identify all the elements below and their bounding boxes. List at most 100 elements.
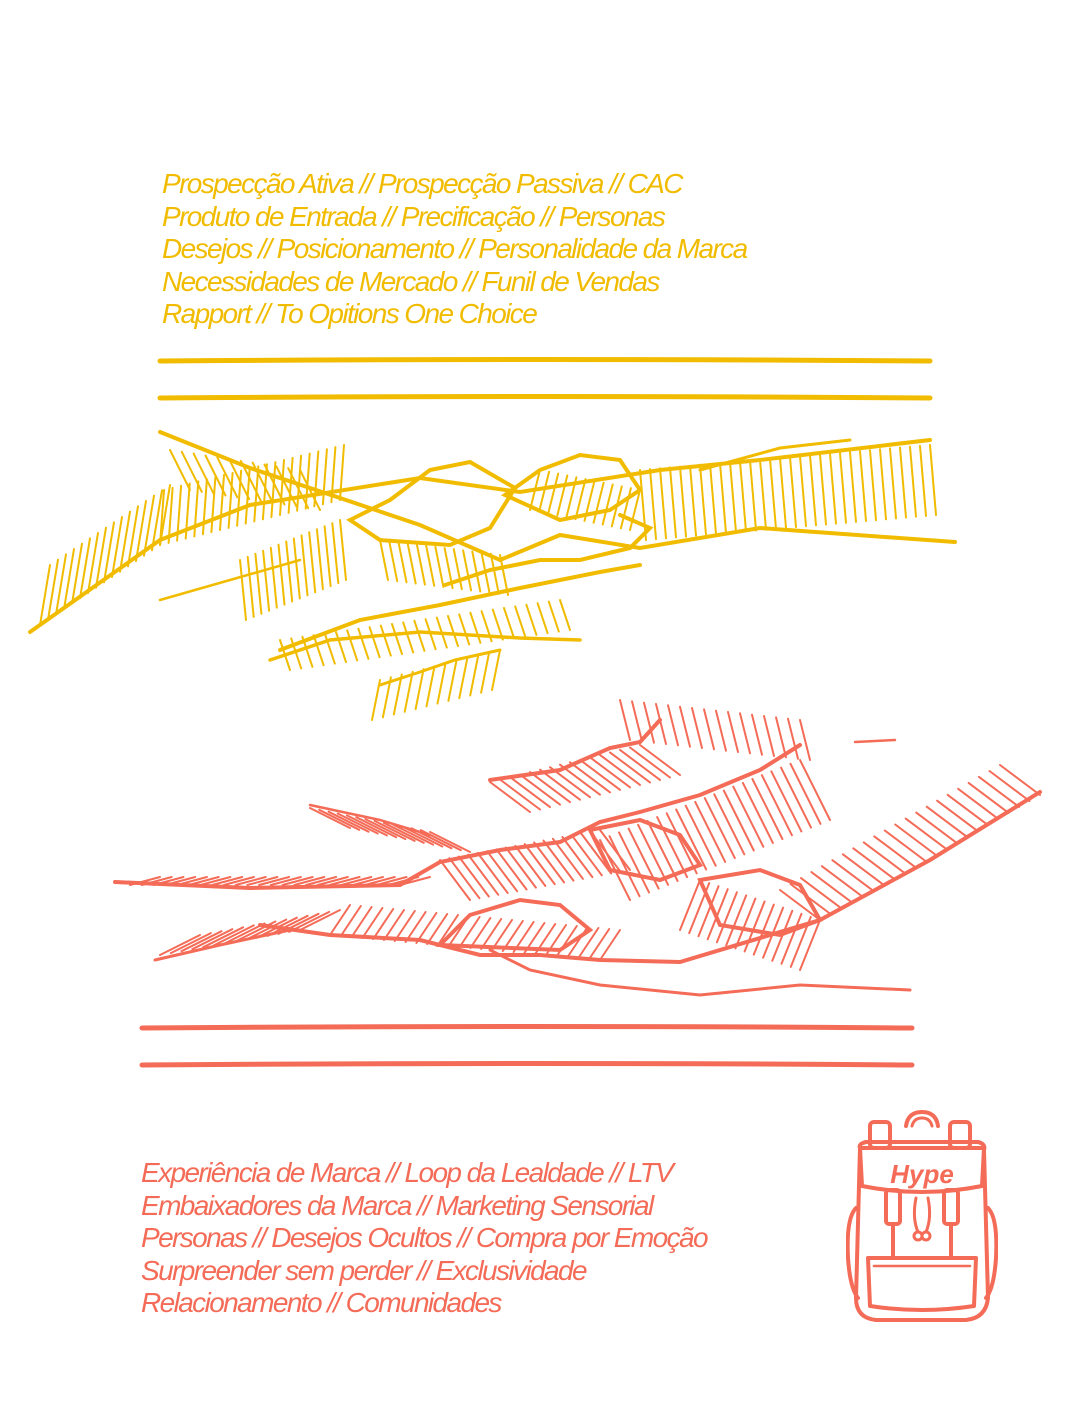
hatch-stroke xyxy=(722,789,755,852)
hatch-stroke xyxy=(469,917,492,949)
hatch-stroke xyxy=(245,918,288,941)
hatch-stroke xyxy=(529,771,571,804)
hatch-stroke xyxy=(729,461,737,534)
hatch-stroke xyxy=(577,927,600,959)
hatch-stroke xyxy=(639,469,647,541)
hatch-stroke xyxy=(999,764,1041,796)
hatch-stroke xyxy=(223,922,266,945)
hatch-stroke xyxy=(447,659,458,702)
hatch-stroke xyxy=(270,461,277,519)
hatch-stroke xyxy=(503,607,515,639)
hatch-stroke xyxy=(140,876,173,886)
hatch-stroke xyxy=(559,599,571,631)
hatch-stroke xyxy=(936,799,979,832)
hatch-stroke xyxy=(287,467,310,510)
hatch-stroke xyxy=(618,831,650,894)
hatch-stroke xyxy=(556,474,569,517)
hatch-stroke xyxy=(725,894,748,947)
bottom-mountains-icon xyxy=(113,699,1042,997)
hatch-stroke xyxy=(266,914,309,937)
hatch-stroke xyxy=(555,925,578,957)
hatch-stroke xyxy=(323,632,336,665)
hatch-stroke xyxy=(694,800,727,863)
hatch-stroke xyxy=(779,456,787,529)
hatch-stroke xyxy=(254,552,263,615)
hatch-stroke xyxy=(211,876,244,886)
hatch-stroke xyxy=(285,540,294,603)
hatch-stroke xyxy=(610,485,623,528)
hatch-stroke xyxy=(151,489,163,552)
hatch-stroke xyxy=(288,910,331,933)
hatch-stroke xyxy=(313,450,320,508)
hatch-stroke xyxy=(929,444,937,516)
hatch-stroke xyxy=(873,835,916,868)
hatch-stroke xyxy=(476,851,509,894)
hatch-stroke xyxy=(800,877,842,910)
hatch-stroke xyxy=(789,762,822,825)
hatch-stroke xyxy=(339,519,347,581)
hatch-stroke xyxy=(363,876,396,886)
hatch-stroke xyxy=(514,844,547,887)
hatch-stroke xyxy=(383,909,405,941)
hatch-stroke xyxy=(697,885,720,938)
hatch-stroke xyxy=(699,463,707,536)
hatch-stroke xyxy=(299,909,341,931)
hatch-stroke xyxy=(318,808,361,831)
hatch-stroke xyxy=(749,459,757,532)
hatch-stroke xyxy=(909,445,917,518)
hatch-stroke xyxy=(619,487,632,530)
hatch-stroke xyxy=(499,554,509,596)
top-divider-lines xyxy=(157,357,933,401)
hatch-stroke xyxy=(489,552,500,595)
hatch-stroke xyxy=(255,916,298,939)
hatch-stroke xyxy=(269,876,302,886)
hatch-stroke xyxy=(382,821,425,844)
hatch-stroke xyxy=(159,489,165,546)
hatch-stroke xyxy=(491,649,501,691)
hatch-stroke xyxy=(191,928,234,951)
hatch-stroke xyxy=(187,876,220,886)
hatch-stroke xyxy=(435,616,448,649)
hatch-stroke xyxy=(862,841,905,874)
hatch-stroke xyxy=(350,906,373,938)
top-text-line: Prospecção Ativa // Prospecção Passiva /… xyxy=(162,168,683,199)
hatch-stroke xyxy=(775,716,787,759)
hatch-stroke xyxy=(426,913,449,945)
hatch-stroke xyxy=(529,469,541,511)
hatch-stroke xyxy=(192,452,215,495)
hatch-stroke xyxy=(869,449,877,522)
hatch-stroke xyxy=(199,876,232,886)
hatch-stroke xyxy=(95,526,107,589)
hatch-stroke xyxy=(251,461,274,504)
hatch-stroke xyxy=(457,855,490,898)
hatch-stroke xyxy=(743,900,766,953)
hatch-stroke xyxy=(523,843,556,886)
hatch-stroke xyxy=(180,930,223,953)
hatch-stroke xyxy=(523,922,546,954)
hatch-stroke xyxy=(415,543,426,586)
hatch-stroke xyxy=(849,450,857,523)
hatch-stroke xyxy=(328,876,361,886)
hatch-stroke xyxy=(789,883,832,915)
bottom-divider-line xyxy=(139,1061,915,1068)
hatch-stroke xyxy=(559,763,601,796)
hatch-stroke xyxy=(335,631,347,663)
hatch-stroke xyxy=(275,465,298,508)
hatch-stroke xyxy=(425,665,436,708)
hatch-stroke xyxy=(339,444,345,501)
hatch-stroke xyxy=(957,787,1000,820)
hatch-stroke xyxy=(547,600,560,633)
hatch-stroke xyxy=(143,494,155,557)
hatch-stroke xyxy=(946,793,989,826)
hatch-stroke xyxy=(87,532,99,594)
hatch-stroke xyxy=(184,482,191,540)
hatch-stroke xyxy=(425,544,436,587)
hatch-stroke xyxy=(759,458,767,531)
hatch-stroke xyxy=(447,615,459,647)
hatch-stroke xyxy=(413,619,426,652)
hatch-stroke xyxy=(599,839,631,901)
hatch-stroke xyxy=(703,797,736,860)
hatch-stroke xyxy=(180,450,203,493)
hatch-stroke xyxy=(715,709,727,752)
hatch-stroke xyxy=(392,823,435,846)
